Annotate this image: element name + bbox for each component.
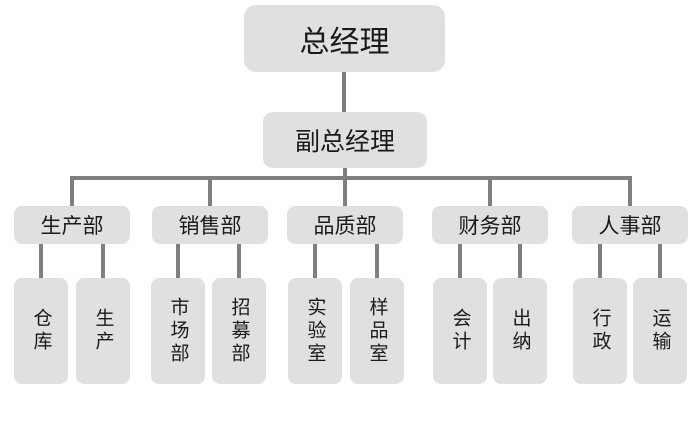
node-label: 人事部	[598, 215, 662, 238]
connector-drop-warehouse	[39, 244, 43, 278]
connector-drop-admin	[598, 244, 602, 278]
node-transport: 运输	[633, 278, 687, 384]
node-label: 招募部	[228, 296, 250, 366]
connector-drop-accounting	[458, 244, 462, 278]
node-accounting: 会计	[433, 278, 487, 384]
node-label: 会计	[449, 308, 471, 354]
node-label: 生产	[92, 308, 114, 354]
connector-drop-sample-room	[375, 244, 379, 278]
node-dept-quality: 品质部	[287, 206, 403, 244]
connector-drop-finance	[488, 180, 492, 206]
node-laboratory: 实验室	[288, 278, 342, 384]
node-label: 市场部	[167, 296, 189, 366]
node-label: 副总经理	[294, 128, 395, 156]
connector-drop-production	[70, 180, 74, 206]
node-dept-production: 生产部	[14, 206, 130, 244]
node-general-manager: 总经理	[244, 5, 445, 72]
connector-drop-transport	[658, 244, 662, 278]
node-deputy-general-manager: 副总经理	[263, 112, 427, 168]
node-label: 品质部	[313, 215, 377, 238]
connector-deputy-quality	[343, 168, 347, 206]
node-warehouse: 仓库	[14, 278, 68, 384]
node-production-unit: 生产	[76, 278, 130, 384]
node-label: 生产部	[40, 215, 104, 238]
connector-drop-hr	[628, 180, 632, 206]
connector-root-deputy	[342, 72, 346, 112]
connector-drop-marketing	[176, 244, 180, 278]
node-recruitment: 招募部	[212, 278, 266, 384]
connector-drop-sales	[208, 180, 212, 206]
node-dept-sales: 销售部	[152, 206, 268, 244]
node-label: 总经理	[299, 25, 390, 59]
connector-drop-laboratory	[313, 244, 317, 278]
node-dept-hr: 人事部	[572, 206, 688, 244]
connector-department-bus	[70, 176, 632, 180]
node-label: 运输	[649, 308, 671, 354]
node-dept-finance: 财务部	[432, 206, 548, 244]
node-label: 财务部	[458, 215, 522, 238]
connector-drop-production-unit	[101, 244, 105, 278]
node-label: 销售部	[178, 215, 242, 238]
connector-drop-cashier	[518, 244, 522, 278]
node-label: 仓库	[30, 308, 52, 354]
node-marketing: 市场部	[151, 278, 205, 384]
node-label: 样品室	[366, 296, 388, 366]
connector-drop-recruitment	[237, 244, 241, 278]
node-label: 出纳	[509, 308, 531, 354]
node-sample-room: 样品室	[350, 278, 404, 384]
node-cashier: 出纳	[493, 278, 547, 384]
node-label: 实验室	[304, 296, 326, 366]
node-admin: 行政	[573, 278, 627, 384]
node-label: 行政	[589, 308, 611, 354]
